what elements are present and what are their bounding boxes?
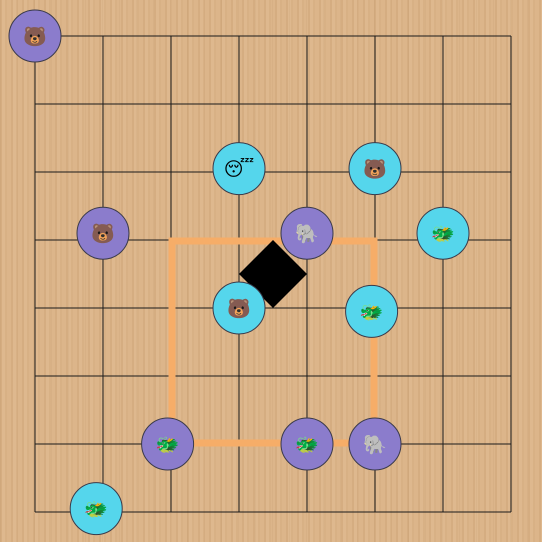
elephant-icon: 🐘 bbox=[295, 223, 319, 245]
piece-disc[interactable] bbox=[280, 206, 334, 260]
game-piece-cyan[interactable]: 🐻 bbox=[348, 142, 402, 196]
game-piece-purple[interactable]: 🐘 bbox=[280, 206, 334, 260]
piece-disc[interactable] bbox=[416, 206, 470, 260]
piece-disc[interactable] bbox=[76, 206, 130, 260]
elephant-icon: 🐘 bbox=[363, 434, 387, 456]
sleepy-face-icon: 😴 bbox=[224, 158, 254, 181]
game-piece-purple[interactable]: 🐘 bbox=[348, 417, 402, 471]
piece-disc[interactable] bbox=[348, 142, 402, 196]
piece-disc[interactable] bbox=[141, 417, 195, 471]
piece-disc[interactable] bbox=[69, 482, 123, 536]
dragon-icon: 🐲 bbox=[156, 434, 180, 456]
game-piece-purple[interactable]: 🐲 bbox=[141, 417, 195, 471]
dragon-icon: 🐲 bbox=[84, 499, 108, 521]
game-piece-cyan[interactable]: 🐻 bbox=[212, 281, 266, 335]
game-piece-cyan[interactable]: 😴 bbox=[212, 142, 266, 196]
piece-disc[interactable] bbox=[280, 417, 334, 471]
piece-disc[interactable] bbox=[348, 417, 402, 471]
bear-icon: 🐻 bbox=[363, 158, 387, 181]
game-piece-purple[interactable]: 🐻 bbox=[8, 9, 62, 63]
game-piece-purple[interactable]: 🐻 bbox=[76, 206, 130, 260]
game-piece-cyan[interactable]: 🐲 bbox=[345, 284, 399, 338]
dragon-icon: 🐲 bbox=[360, 301, 384, 323]
pieces-layer[interactable]: 🐻 😴 🐻 🐻 🐘 🐲 🐻 🐲 🐲 🐲 🐘 🐲 bbox=[8, 9, 470, 536]
piece-disc[interactable] bbox=[212, 281, 266, 335]
game-piece-cyan[interactable]: 🐲 bbox=[69, 482, 123, 536]
piece-disc[interactable] bbox=[8, 9, 62, 63]
bear-icon: 🐻 bbox=[23, 25, 47, 48]
game-piece-cyan[interactable]: 🐲 bbox=[416, 206, 470, 260]
piece-disc[interactable] bbox=[345, 284, 399, 338]
game-piece-purple[interactable]: 🐲 bbox=[280, 417, 334, 471]
dragon-icon: 🐲 bbox=[431, 223, 455, 245]
bear-icon: 🐻 bbox=[91, 222, 115, 245]
dragon-icon: 🐲 bbox=[295, 434, 319, 456]
piece-disc[interactable] bbox=[212, 142, 266, 196]
bear-icon: 🐻 bbox=[227, 297, 251, 320]
